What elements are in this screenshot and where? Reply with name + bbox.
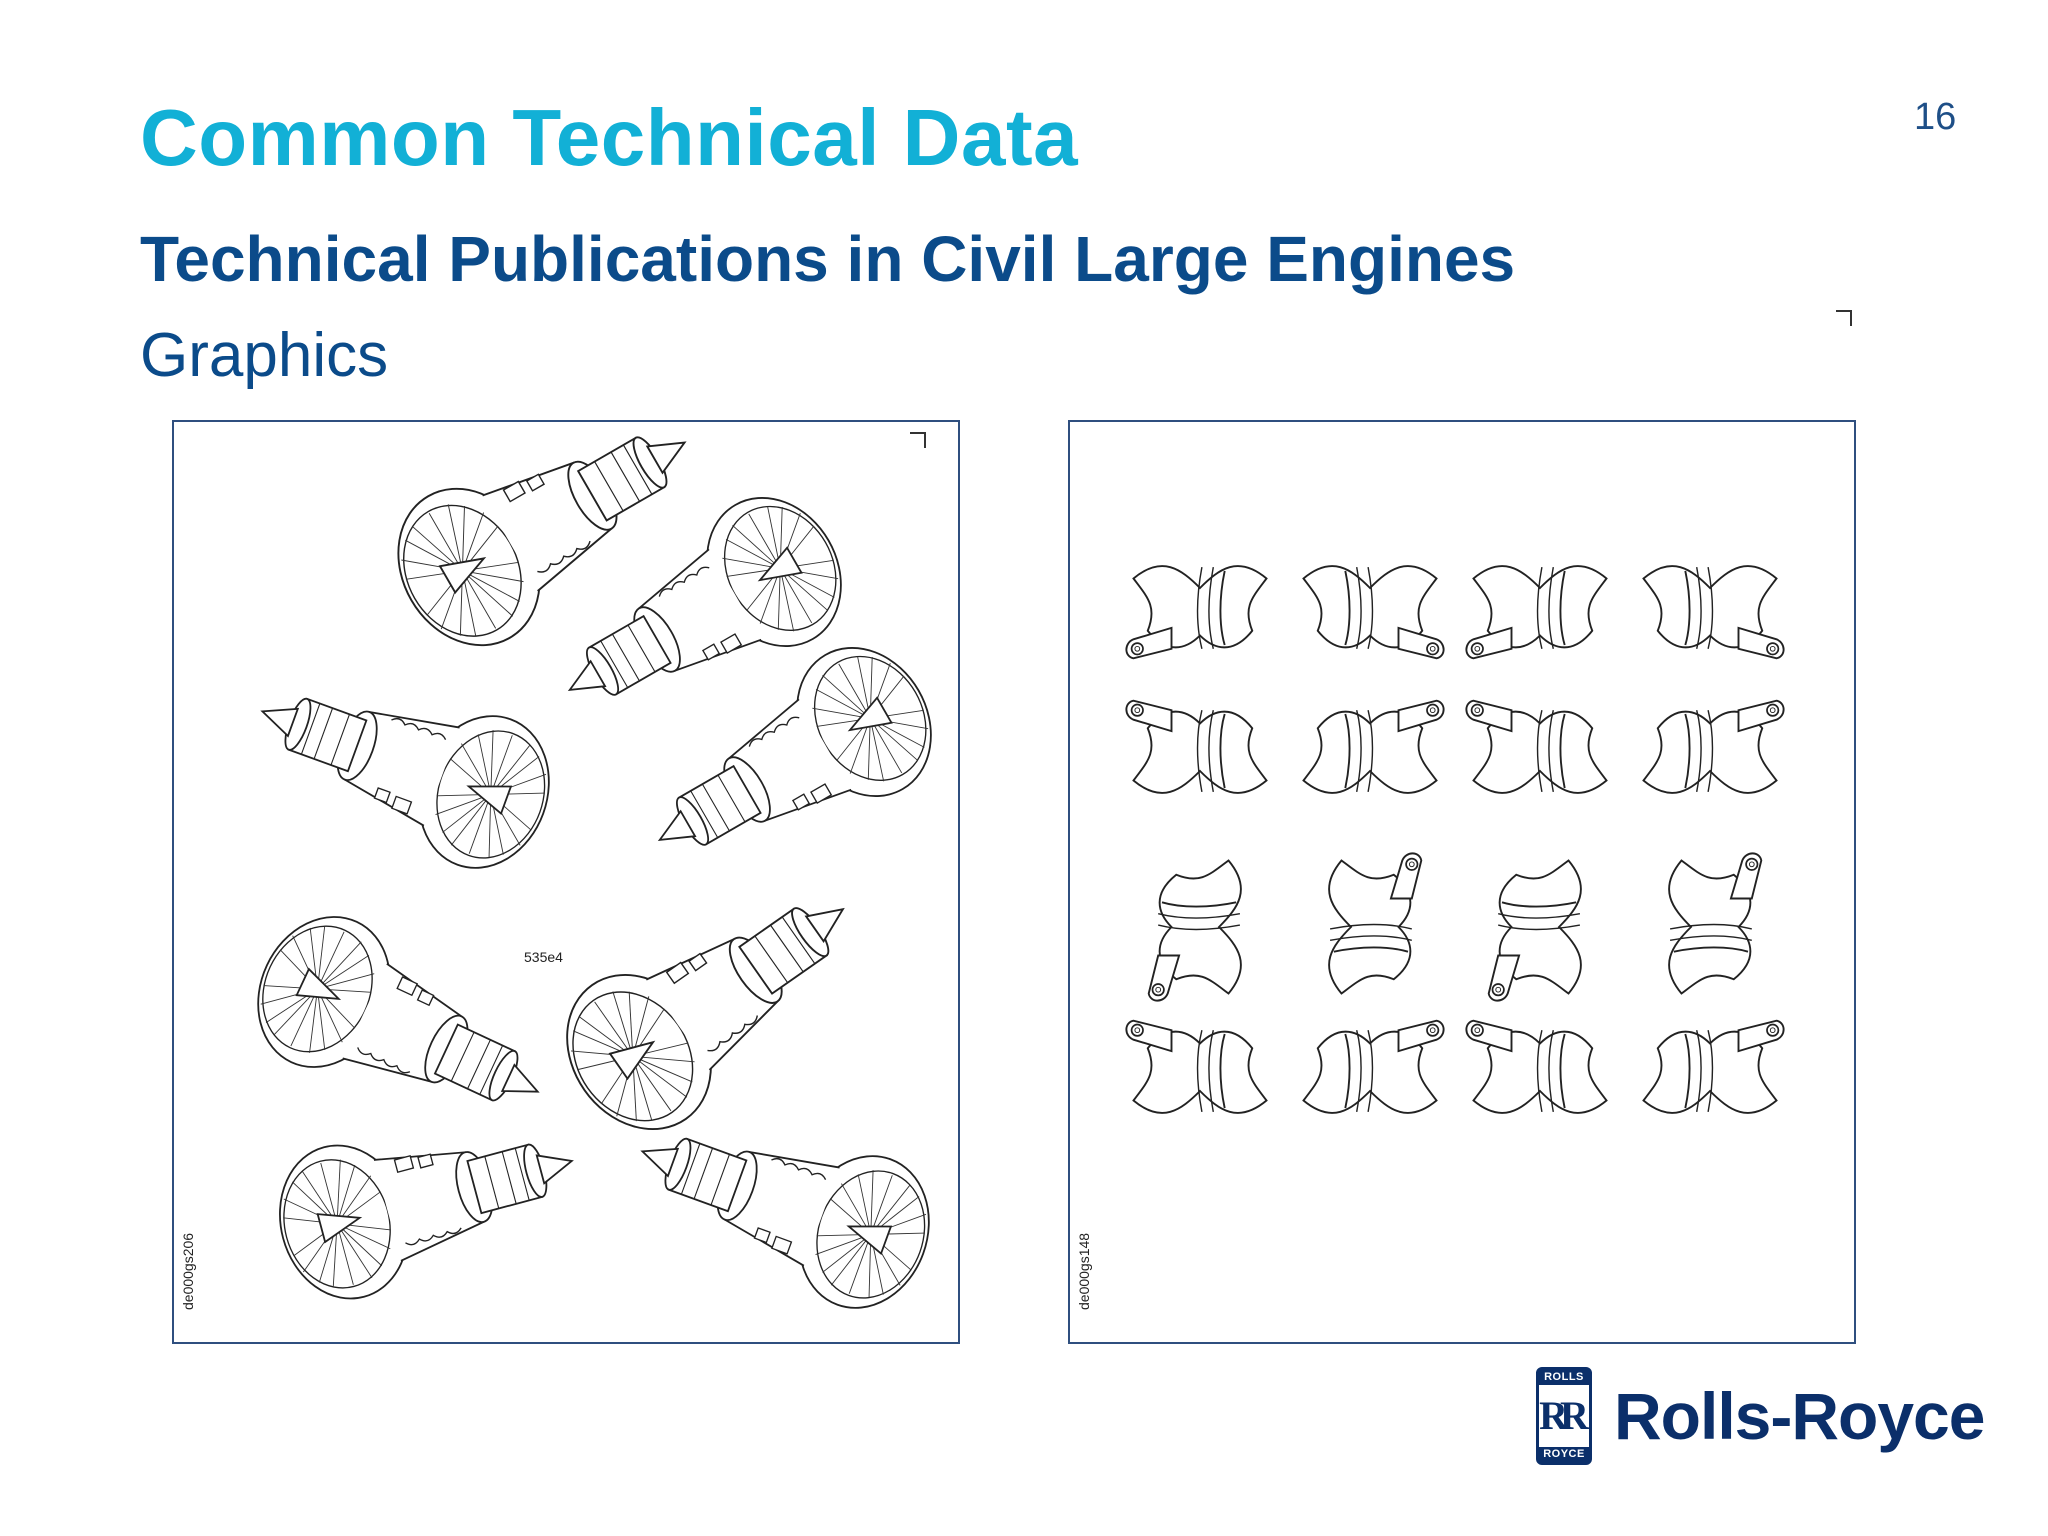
engine-illustration-panel: 535e4 de000gs206 bbox=[172, 420, 960, 1344]
crop-mark-icon bbox=[1836, 310, 1852, 326]
brand-name: Rolls-Royce bbox=[1614, 1379, 1985, 1453]
engine-drawing bbox=[233, 894, 572, 1163]
engine-drawing bbox=[235, 637, 571, 888]
figure-id: de000gs206 bbox=[180, 1232, 196, 1310]
section-label: Graphics bbox=[140, 321, 389, 390]
slide-title: Common Technical Data bbox=[140, 93, 1079, 182]
badge-top-word: ROLLS bbox=[1539, 1370, 1589, 1385]
badge-monogram: RR bbox=[1539, 1393, 1589, 1438]
bracket-row-2 bbox=[1125, 699, 1785, 794]
page-number: 16 bbox=[1914, 96, 1957, 138]
rolls-royce-logo: ROLLS RR ROYCE Rolls-Royce bbox=[1536, 1364, 1985, 1468]
bracket-drawings-svg bbox=[1125, 565, 1785, 1114]
engine-drawings-svg: 535e4 bbox=[233, 422, 958, 1328]
engine-drawing bbox=[536, 841, 891, 1159]
bracket-row-1 bbox=[1125, 565, 1785, 660]
slide-subtitle: Technical Publications in Civil Large En… bbox=[140, 223, 1516, 295]
crop-mark-icon bbox=[910, 432, 926, 448]
bracket-illustration-panel: de000gs148 bbox=[1068, 420, 1856, 1344]
rr-badge-icon: ROLLS RR ROYCE bbox=[1536, 1367, 1592, 1465]
bracket-row-3 bbox=[1147, 852, 1763, 1002]
drawing-label: 535e4 bbox=[524, 949, 563, 965]
figure-id: de000gs148 bbox=[1076, 1232, 1092, 1310]
engine-drawing bbox=[262, 1085, 593, 1314]
bracket-row-4 bbox=[1125, 1019, 1785, 1114]
badge-bottom-word: ROYCE bbox=[1539, 1447, 1589, 1462]
